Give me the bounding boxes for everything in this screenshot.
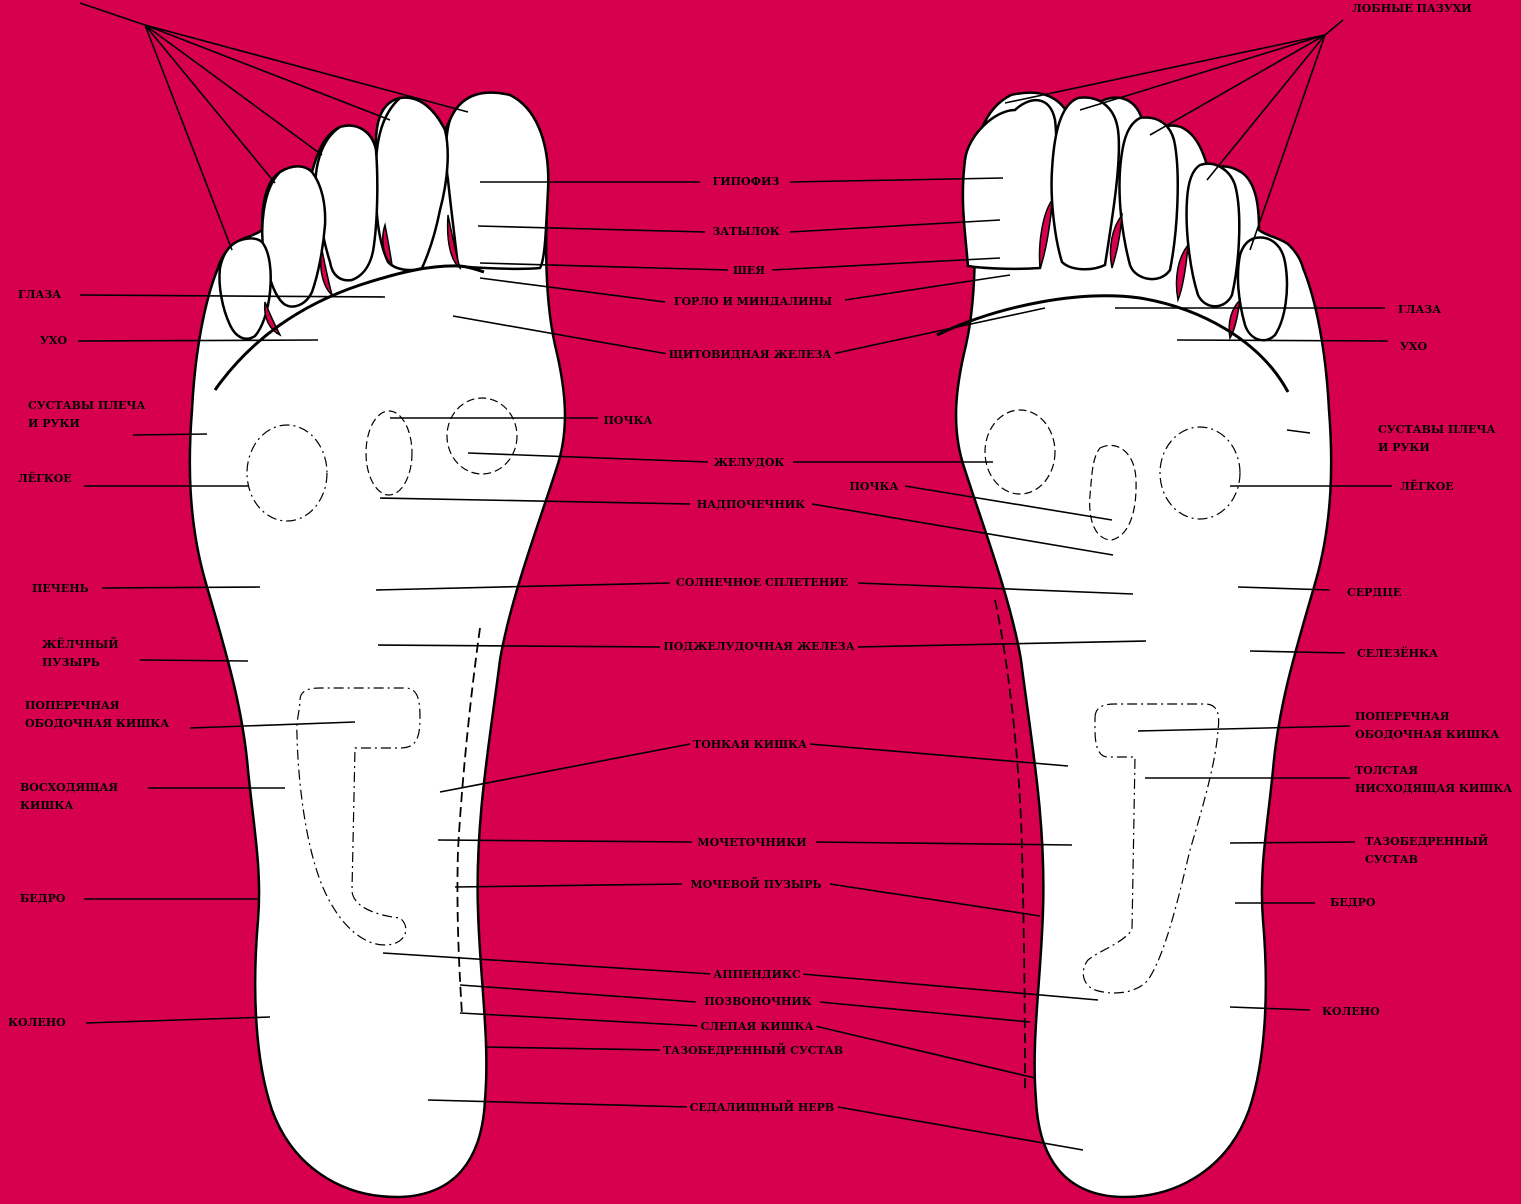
label-left-zhelchny-line1: ЖЁЛЧНЫЙ xyxy=(42,636,119,654)
label-gorlo: ГОРЛО И МИНДАЛИНЫ xyxy=(671,293,835,311)
label-sheya: ШЕЯ xyxy=(730,262,768,280)
label-left-poperechnaya: ПОПЕРЕЧНАЯ ОБОДОЧНАЯ КИШКА xyxy=(25,697,169,733)
right-toe-3 xyxy=(1119,117,1177,279)
label-right-tolstaya-line2: НИСХОДЯЩАЯ КИШКА xyxy=(1355,780,1512,798)
label-left-bedro: БЕДРО xyxy=(20,890,65,908)
label-slepaya: СЛЕПАЯ КИШКА xyxy=(697,1018,816,1036)
label-left-legkoe: ЛЁГКОЕ xyxy=(18,470,72,488)
label-gipofiz: ГИПОФИЗ xyxy=(710,173,783,191)
label-right-glaza: ГЛАЗА xyxy=(1398,301,1441,319)
label-left-sustavy-line1: СУСТАВЫ ПЛЕЧА xyxy=(28,397,145,415)
right-toe-2 xyxy=(1052,98,1119,270)
label-right-tolstaya: ТОЛСТАЯ НИСХОДЯЩАЯ КИШКА xyxy=(1355,762,1512,798)
label-left-voshodyashaya: ВОСХОДЯЩАЯ КИШКА xyxy=(20,779,118,815)
label-left-sustavy: СУСТАВЫ ПЛЕЧА И РУКИ xyxy=(28,397,145,433)
label-right-sustavy-line1: СУСТАВЫ ПЛЕЧА xyxy=(1378,421,1495,439)
label-right-poperechnaya: ПОПЕРЕЧНАЯ ОБОДОЧНАЯ КИШКА xyxy=(1355,708,1499,744)
label-right-sustavy: СУСТАВЫ ПЛЕЧА И РУКИ xyxy=(1378,421,1495,457)
label-left-poperechnaya-line2: ОБОДОЧНАЯ КИШКА xyxy=(25,715,169,733)
label-right-tazobedrenny: ТАЗОБЕДРЕННЫЙ СУСТАВ xyxy=(1365,833,1488,869)
label-left-zhelchny-line2: ПУЗЫРЬ xyxy=(42,654,119,672)
label-pochka-mid: ПОЧКА xyxy=(847,478,902,496)
label-nadpochechnik: НАДПОЧЕЧНИК xyxy=(694,496,808,514)
label-left-glaza: ГЛАЗА xyxy=(18,286,61,304)
label-mochevoy: МОЧЕВОЙ ПУЗЫРЬ xyxy=(687,876,824,894)
label-right-legkoe: ЛЁГКОЕ xyxy=(1400,478,1454,496)
label-shitovidnaya: ЩИТОВИДНАЯ ЖЕЛЕЗА xyxy=(666,346,835,364)
left-toe-big xyxy=(446,93,548,269)
label-sedalishny: СЕДАЛИЩНЫЙ НЕРВ xyxy=(687,1099,837,1117)
label-appendiks: АППЕНДИКС xyxy=(710,966,803,984)
label-left-voshodyashaya-line1: ВОСХОДЯЩАЯ xyxy=(20,779,118,797)
label-zatylok: ЗАТЫЛОК xyxy=(709,223,783,241)
label-right-uho: УХО xyxy=(1400,338,1427,356)
label-right-tazobedrenny-line2: СУСТАВ xyxy=(1365,851,1488,869)
label-tonkaya: ТОНКАЯ КИШКА xyxy=(690,736,810,754)
label-right-tolstaya-line1: ТОЛСТАЯ xyxy=(1355,762,1512,780)
label-pozvonochnik: ПОЗВОНОЧНИК xyxy=(701,993,815,1011)
label-lobnye-pazuhi: ЛОБНЫЕ ПАЗУХИ xyxy=(1352,0,1472,18)
label-left-uho: УХО xyxy=(40,332,67,350)
label-right-tazobedrenny-line1: ТАЗОБЕДРЕННЫЙ xyxy=(1365,833,1488,851)
label-right-poperechnaya-line1: ПОПЕРЕЧНАЯ xyxy=(1355,708,1499,726)
right-foot xyxy=(956,93,1331,1197)
label-right-poperechnaya-line2: ОБОДОЧНАЯ КИШКА xyxy=(1355,726,1499,744)
label-zheludok: ЖЕЛУДОК xyxy=(711,454,788,472)
right-toe-5 xyxy=(1238,237,1287,340)
label-right-bedro: БЕДРО xyxy=(1330,894,1375,912)
label-solnechnoe: СОЛНЕЧНОЕ СПЛЕТЕНИЕ xyxy=(673,574,851,592)
label-right-koleno: КОЛЕНО xyxy=(1322,1003,1380,1021)
label-left-voshodyashaya-line2: КИШКА xyxy=(20,797,118,815)
label-left-pechen: ПЕЧЕНЬ xyxy=(32,580,89,598)
label-mochetochniki: МОЧЕТОЧНИКИ xyxy=(694,834,809,852)
label-left-zhelchny: ЖЁЛЧНЫЙ ПУЗЫРЬ xyxy=(42,636,119,672)
label-right-selezenka: СЕЛЕЗЁНКА xyxy=(1357,645,1438,663)
label-right-sustavy-line2: И РУКИ xyxy=(1378,439,1495,457)
label-left-poperechnaya-line1: ПОПЕРЕЧНАЯ xyxy=(25,697,169,715)
label-podzheludochnaya: ПОДЖЕЛУДОЧНАЯ ЖЕЛЕЗА xyxy=(660,638,857,656)
label-pochka-top: ПОЧКА xyxy=(601,412,656,430)
label-right-serdce: СЕРДЦЕ xyxy=(1347,584,1401,602)
label-left-koleno: КОЛЕНО xyxy=(8,1014,66,1032)
label-tazobedrenny: ТАЗОБЕДРЕННЫЙ СУСТАВ xyxy=(660,1042,846,1060)
left-foot xyxy=(190,93,565,1197)
right-toe-4 xyxy=(1187,164,1240,307)
label-left-sustavy-line2: И РУКИ xyxy=(28,415,145,433)
